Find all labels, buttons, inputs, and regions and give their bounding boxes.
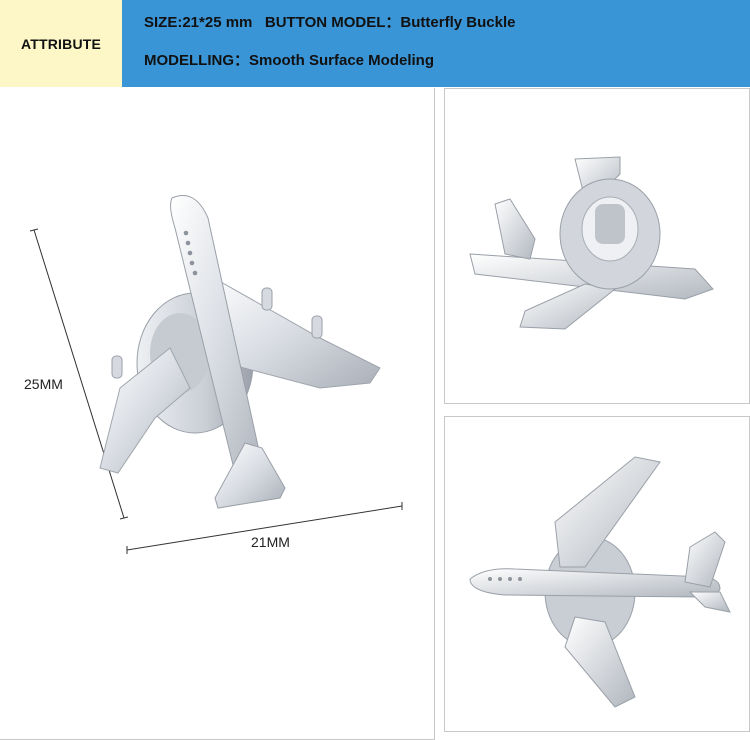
- attribute-band: [122, 0, 750, 87]
- airplane-pin-back-view: [469, 156, 714, 330]
- main-product-image: 25MM 21MM: [0, 88, 435, 740]
- airplane-pin-front-view: [29, 195, 403, 554]
- airplane-pin-side-view: [469, 456, 731, 708]
- size-button-model-text: SIZE:21*25 mm BUTTON MODEL：Butterfly Buc…: [144, 14, 516, 31]
- width-dimension-line: [126, 502, 403, 554]
- modelling-text: MODELLING：Smooth Surface Modeling: [144, 52, 435, 69]
- attribute-label: ATTRIBUTE: [0, 0, 123, 87]
- back-view-image: [444, 88, 750, 404]
- width-dimension-label: 21MM: [251, 534, 290, 550]
- height-dimension-label: 25MM: [24, 376, 63, 392]
- side-view-image: [444, 416, 750, 732]
